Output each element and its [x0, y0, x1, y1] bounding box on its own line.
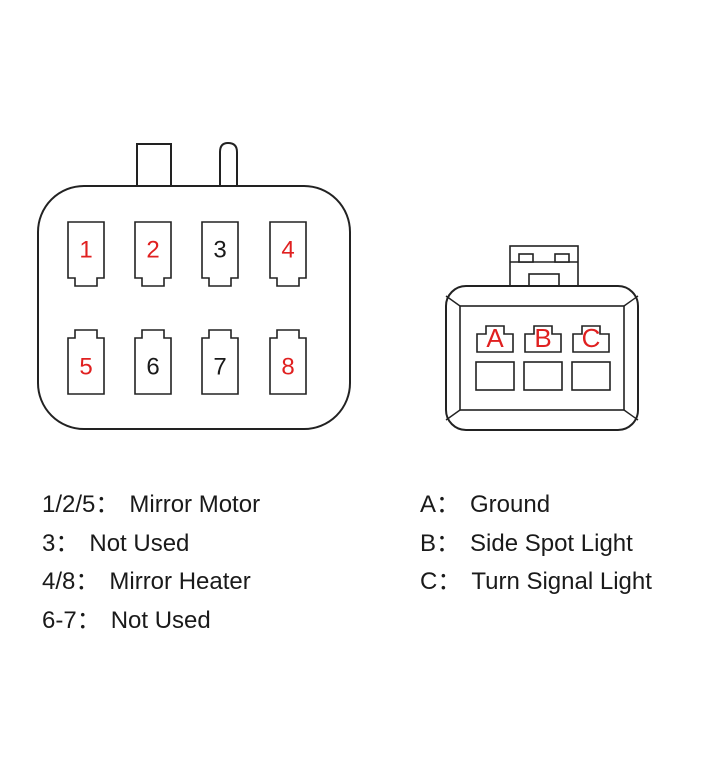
pin-socket	[201, 329, 239, 395]
pin-5: 5	[67, 329, 105, 395]
connector-3pin-inner	[459, 305, 625, 411]
pin-label: C	[582, 323, 601, 353]
legend-value: Mirror Heater	[109, 568, 251, 595]
pin-2: 2	[134, 221, 172, 287]
pin-B: B	[523, 323, 563, 391]
pin-1: 1	[67, 221, 105, 287]
legend-row: 3： Not Used	[42, 523, 189, 558]
legend-key: B：	[420, 529, 461, 557]
legend-key: 3：	[42, 529, 80, 557]
tab-latch	[219, 141, 238, 193]
pin-socket	[134, 221, 172, 287]
legend-key: 6-7：	[42, 606, 101, 634]
connector-8pin: 1 2 3 4 5 6 7 8	[37, 141, 351, 430]
pin-8: 8	[269, 329, 307, 395]
pin-label: 3	[213, 236, 226, 263]
pin-7: 7	[201, 329, 239, 395]
pin-cavity	[523, 361, 563, 391]
pin-socket	[269, 221, 307, 287]
pin-label: 6	[146, 353, 159, 380]
legend-row: 4/8： Mirror Heater	[42, 561, 251, 596]
legend-row: A： Ground	[420, 484, 550, 519]
legend-row: B： Side Spot Light	[420, 523, 633, 558]
pin-cavity	[571, 361, 611, 391]
pin-label: B	[534, 323, 551, 353]
pin-C: C	[571, 323, 611, 391]
legend-key: 1/2/5：	[42, 491, 120, 518]
pin-label: 2	[146, 236, 159, 263]
pin-6: 6	[134, 329, 172, 395]
pin-4: 4	[269, 221, 307, 287]
pin-label: 5	[79, 353, 92, 380]
legend-key: C：	[420, 568, 462, 595]
pin-socket	[572, 325, 610, 353]
legend-row: C： Turn Signal Light	[420, 561, 652, 596]
legend-value: Not Used	[89, 529, 190, 557]
legend-value: Ground	[470, 491, 551, 518]
pin-A: A	[475, 323, 515, 391]
pin-socket	[476, 325, 514, 353]
legend-value: Not Used	[110, 606, 211, 634]
pin-socket	[67, 329, 105, 395]
legend-key: 4/8：	[42, 568, 100, 595]
pin-socket	[67, 221, 105, 287]
pin-3: 3	[201, 221, 239, 287]
pin-label: 1	[79, 236, 92, 263]
pin-socket	[201, 221, 239, 287]
pin-label: A	[486, 323, 504, 353]
tab-left	[136, 143, 172, 193]
legend-key: A：	[420, 491, 461, 518]
pin-cavity	[475, 361, 515, 391]
legend-row: 1/2/5： Mirror Motor	[42, 484, 260, 519]
legend-value: Turn Signal Light	[471, 568, 652, 595]
legend-row: 6-7： Not Used	[42, 600, 211, 635]
pin-label: 8	[281, 353, 294, 380]
legend-value: Mirror Motor	[129, 491, 261, 518]
legend-value: Side Spot Light	[470, 529, 633, 557]
pin-label: 4	[281, 236, 294, 263]
pin-socket	[134, 329, 172, 395]
pin-socket	[269, 329, 307, 395]
pin-label: 7	[213, 353, 226, 380]
pin-socket	[524, 325, 562, 353]
